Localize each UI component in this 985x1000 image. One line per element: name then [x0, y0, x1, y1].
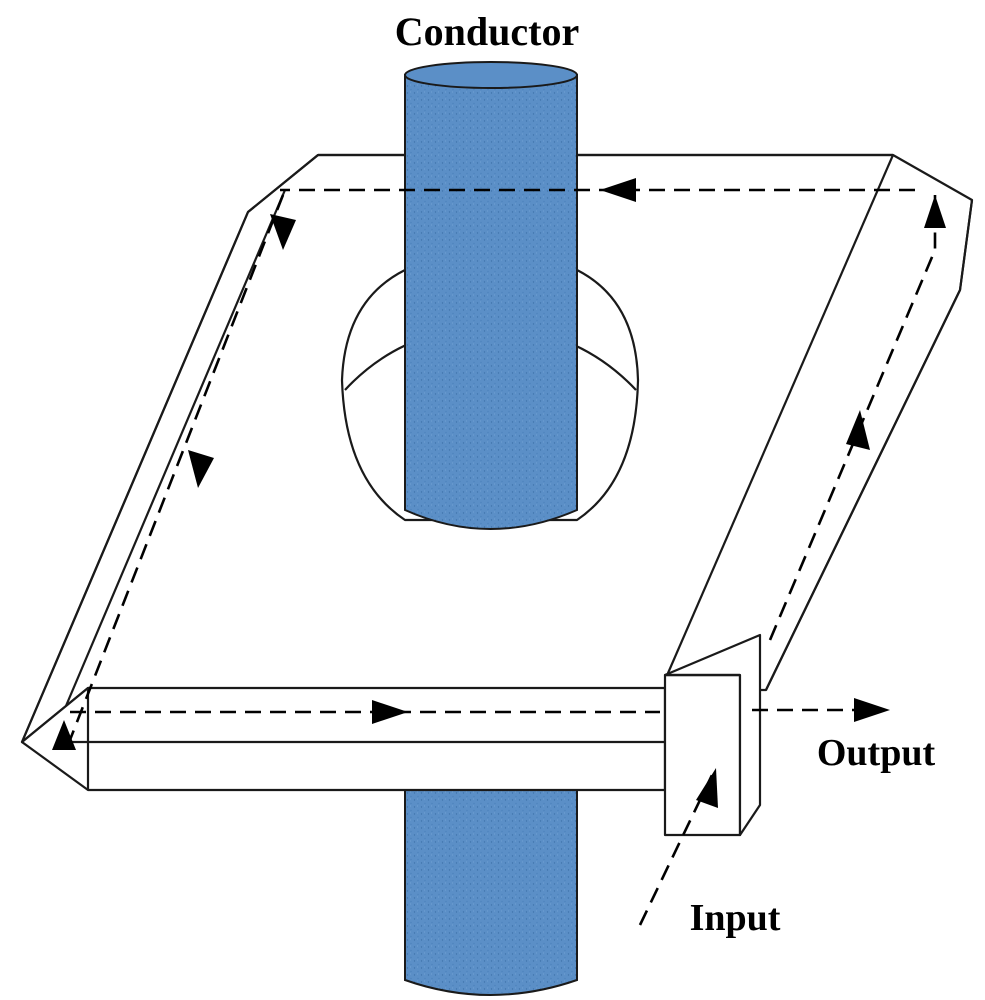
arrow-head-icon — [696, 768, 718, 808]
output-label: Output — [817, 732, 936, 774]
arrow-head-icon — [52, 178, 946, 808]
arrow-head-icon — [52, 720, 76, 750]
prism-block — [663, 633, 762, 837]
conductor-label: Conductor — [395, 9, 579, 54]
arrow-head-icon — [270, 214, 296, 250]
arrow-head-icon — [600, 178, 636, 202]
arrow-head-icon — [854, 698, 890, 722]
arrow-head-icon — [924, 195, 946, 228]
arrow-head-icon — [372, 700, 408, 724]
conductor-lower — [404, 759, 578, 996]
arrow-head-icon — [188, 450, 214, 488]
arrow-head-icon — [846, 410, 870, 450]
input-label: Input — [690, 897, 781, 939]
conductor-top-ellipse — [404, 61, 578, 89]
conductor-upper — [404, 61, 578, 530]
